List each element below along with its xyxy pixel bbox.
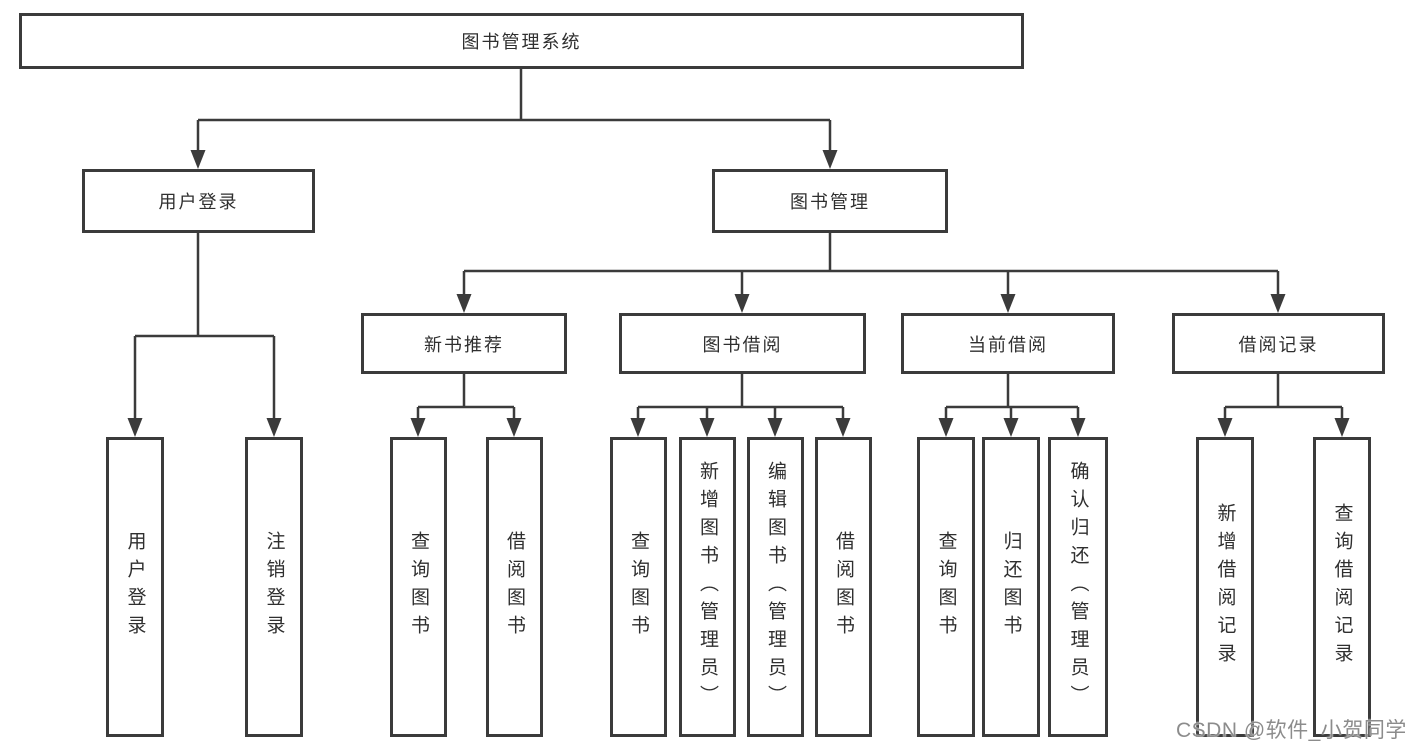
node-label: 查询图书	[408, 531, 429, 643]
node-user-login: 用户登录	[82, 169, 315, 233]
node-label: 新书推荐	[424, 334, 504, 355]
leaf-confirm-return-admin: 确认归还（管理员）	[1048, 437, 1108, 737]
leaf-query-borrow-record: 查询借阅记录	[1313, 437, 1371, 737]
leaf-query-books-recommend: 查询图书	[390, 437, 447, 737]
node-current-borrowing: 当前借阅	[901, 313, 1115, 374]
node-label: 图书借阅	[702, 334, 783, 355]
leaf-logout: 注销登录	[245, 437, 303, 737]
node-label: 借阅图书	[504, 531, 525, 643]
leaf-add-book-admin: 新增图书（管理员）	[679, 437, 736, 737]
leaf-add-borrow-record: 新增借阅记录	[1196, 437, 1254, 737]
leaf-user-login: 用户登录	[106, 437, 164, 737]
node-label: 查询图书	[935, 531, 957, 643]
leaf-return-book: 归还图书	[982, 437, 1040, 737]
node-label: 确认归还（管理员）	[1067, 461, 1089, 713]
node-label: 用户登录	[158, 192, 239, 212]
node-label: 注销登录	[263, 531, 285, 643]
node-label: 借阅图书	[833, 531, 854, 643]
node-label: 借阅记录	[1238, 334, 1319, 355]
arrowheads	[127, 150, 1350, 437]
node-label: 新增借阅记录	[1214, 503, 1236, 671]
node-label: 图书管理系统	[461, 32, 582, 52]
node-borrowing-records: 借阅记录	[1172, 313, 1385, 374]
node-book-management: 图书管理	[712, 169, 948, 233]
node-label: 图书管理	[790, 192, 870, 212]
node-label: 新增图书（管理员）	[697, 461, 718, 713]
node-label: 当前借阅	[968, 334, 1048, 355]
node-new-book-recommendation: 新书推荐	[361, 313, 567, 374]
node-label: 归还图书	[1000, 531, 1022, 643]
leaf-borrow-books: 借阅图书	[815, 437, 872, 737]
tree-edges	[133, 69, 1344, 424]
node-label: 用户登录	[124, 531, 146, 643]
node-label: 查询借阅记录	[1331, 503, 1353, 671]
leaf-query-books-current: 查询图书	[917, 437, 975, 737]
node-label: 查询图书	[628, 531, 649, 643]
node-library-management-system: 图书管理系统	[19, 13, 1024, 69]
node-book-borrowing: 图书借阅	[619, 313, 866, 374]
csdn-watermark: CSDN @软件_小贺同学	[1176, 719, 1405, 742]
node-label: 编辑图书（管理员）	[765, 461, 786, 713]
leaf-borrow-books-recommend: 借阅图书	[486, 437, 543, 737]
leaf-query-books-borrow: 查询图书	[610, 437, 667, 737]
leaf-edit-book-admin: 编辑图书（管理员）	[747, 437, 804, 737]
